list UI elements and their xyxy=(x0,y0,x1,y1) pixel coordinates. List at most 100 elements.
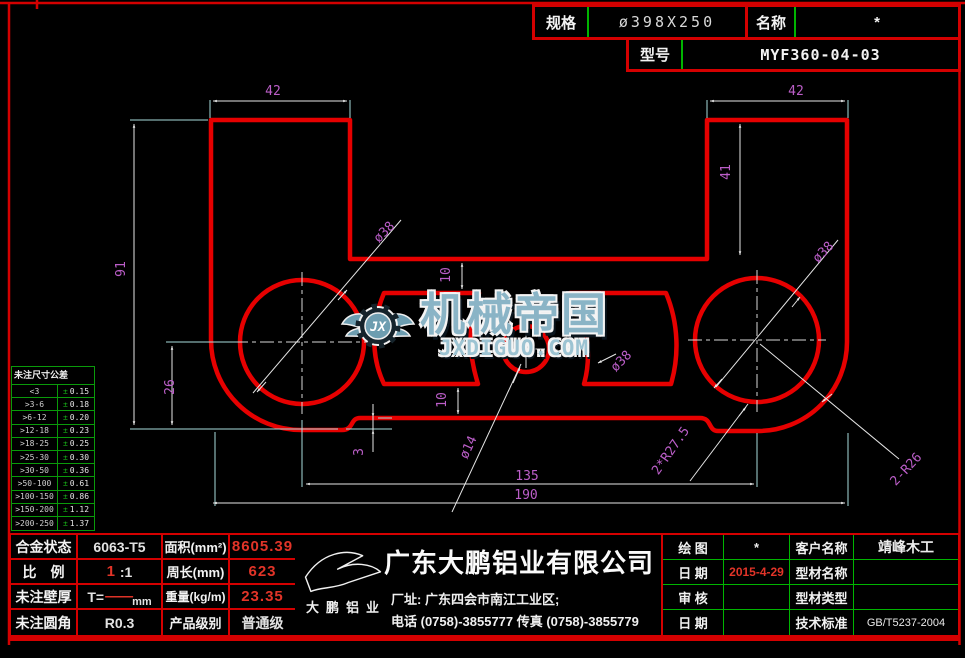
company-address: 厂址: 广东四会市南江工业区; xyxy=(391,592,560,607)
tol-value: 0.36 xyxy=(69,465,90,475)
plus-minus: ± xyxy=(62,492,68,502)
tol-range: >200-250 xyxy=(12,516,58,531)
spec-table-row1: 规格 ø398X250 名称 * xyxy=(532,4,961,40)
wall-unit: mm xyxy=(132,596,152,608)
model-value: MYF360-04-03 xyxy=(760,45,881,64)
date1-value: 2015-4-29 xyxy=(724,560,790,585)
tolerance-row: >100-150 ±0.86 xyxy=(12,490,94,504)
alloy-label: 合金状态 xyxy=(11,535,78,560)
plus-minus: ± xyxy=(62,386,68,396)
wall-dash: —— xyxy=(105,588,133,605)
wall-label: 未注壁厚 xyxy=(11,585,78,610)
tolerance-row: >50-100 ±0.61 xyxy=(12,477,94,491)
dim-dia38-right: ø38 xyxy=(810,239,837,266)
tol-range: <3 xyxy=(12,385,58,398)
draw-value: * xyxy=(724,535,790,560)
scale-white-part: :1 xyxy=(116,563,133,580)
profile-outline xyxy=(208,117,850,434)
tolerance-row: >18-25 ±0.25 xyxy=(12,437,94,451)
scale-label: 比 例 xyxy=(11,560,78,585)
customer-value: 靖峰木工 xyxy=(854,535,958,560)
audit-value xyxy=(724,585,790,610)
tolerance-row: >3-6 ±0.18 xyxy=(12,398,94,412)
dim-10-bottom: 10 xyxy=(435,392,450,408)
profile-type-value xyxy=(854,585,958,610)
dim-10-top: 10 xyxy=(439,267,454,283)
dim-42-left: 42 xyxy=(265,84,281,99)
company-caption: 大鹏铝业 xyxy=(306,600,387,615)
centerlines xyxy=(234,270,826,414)
tol-range: >30-50 xyxy=(12,464,58,477)
scale-red-part: 1 xyxy=(106,563,116,580)
standard-value: GB/T5237-2004 xyxy=(866,616,946,629)
perimeter-value: 623 xyxy=(230,560,295,585)
name-label: 名称 xyxy=(745,7,796,37)
grade-value: 普通级 xyxy=(241,614,284,631)
tolerance-row: >200-250 ±1.37 xyxy=(12,516,94,531)
spec-label: 规格 xyxy=(535,7,589,37)
tol-value: 0.15 xyxy=(69,386,90,396)
title-block: 合金状态 6063-T5 面积(mm²) 8605.39 比 例 1 :1 周长… xyxy=(9,533,960,641)
tolerance-row: >25-30 ±0.30 xyxy=(12,450,94,465)
model-label: 型号 xyxy=(629,40,683,69)
tolerance-row: >150-200 ±1.12 xyxy=(12,503,94,517)
area-label: 面积(mm²) xyxy=(163,535,230,560)
company-phone: 电话 (0758)-3855777 传真 (0758)-3855779 xyxy=(391,614,639,629)
date2-value xyxy=(724,610,790,635)
dim-dia38-left: ø38 xyxy=(371,219,398,246)
wall-prefix: T= xyxy=(87,588,105,605)
dim-190: 190 xyxy=(514,488,537,503)
wall-value: T=——mm xyxy=(78,585,163,610)
tolerance-row: >6-12 ±0.20 xyxy=(12,411,94,425)
tol-value: 1.37 xyxy=(69,518,90,528)
plus-minus: ± xyxy=(62,452,68,462)
company-name: 广东大鹏铝业有限公司 xyxy=(383,548,654,578)
fillet-value: R0.3 xyxy=(78,610,163,635)
tol-range: >50-100 xyxy=(12,477,58,490)
company-bird-logo-icon xyxy=(304,551,382,593)
date2-label: 日 期 xyxy=(663,610,724,635)
tol-value: 1.12 xyxy=(69,505,90,515)
dim-2-r27p5: 2*R27.5 xyxy=(649,424,693,477)
standard-label: 技术标准 xyxy=(790,610,854,635)
cutout-right xyxy=(567,290,679,387)
plus-minus: ± xyxy=(62,518,68,528)
tol-value: 0.61 xyxy=(69,478,90,488)
title-block-right: 绘 图 * 客户名称 靖峰木工 日 期 2015-4-29 型材名称 审 核 型… xyxy=(663,535,958,635)
grade-label: 产品级别 xyxy=(163,610,230,635)
profile-type-label: 型材类型 xyxy=(790,585,854,610)
dim-41: 41 xyxy=(719,164,734,180)
fillet-label: 未注圆角 xyxy=(11,610,78,635)
name-value: * xyxy=(874,13,880,31)
profile-name-value xyxy=(854,560,958,585)
tol-range: >100-150 xyxy=(12,490,58,503)
date1-label: 日 期 xyxy=(663,560,724,585)
tol-value: 0.23 xyxy=(69,426,90,436)
weight-label: 重量(kg/m) xyxy=(163,585,230,610)
profile-outer-path xyxy=(208,117,850,434)
spec-table-row2: 型号 MYF360-04-03 xyxy=(626,40,961,72)
dimension-labels: 42 42 91 41 26 10 10 3 135 190 ø38 ø38 ø… xyxy=(114,84,925,503)
extension-lines xyxy=(130,100,849,506)
plus-minus: ± xyxy=(62,412,68,422)
tol-value: 0.25 xyxy=(69,439,90,449)
tol-value: 0.20 xyxy=(69,412,90,422)
tol-range: >6-12 xyxy=(12,411,58,424)
dim-42-right: 42 xyxy=(788,84,804,99)
spec-value: ø398X250 xyxy=(618,13,716,31)
dim-91: 91 xyxy=(114,261,129,277)
plus-minus: ± xyxy=(62,399,68,409)
dim-26: 26 xyxy=(163,379,178,395)
scale-value: 1 :1 xyxy=(78,560,163,585)
dimension-lines xyxy=(132,99,846,505)
plus-minus: ± xyxy=(62,465,68,475)
cutout-left xyxy=(372,290,482,387)
tolerance-table-title: 未注尺寸公差 xyxy=(12,367,94,385)
area-value: 8605.39 xyxy=(230,535,295,560)
tolerance-row: <3 ±0.15 xyxy=(12,385,94,399)
hole-small xyxy=(500,323,552,375)
tolerance-row: >30-50 ±0.36 xyxy=(12,464,94,478)
plus-minus: ± xyxy=(62,505,68,515)
